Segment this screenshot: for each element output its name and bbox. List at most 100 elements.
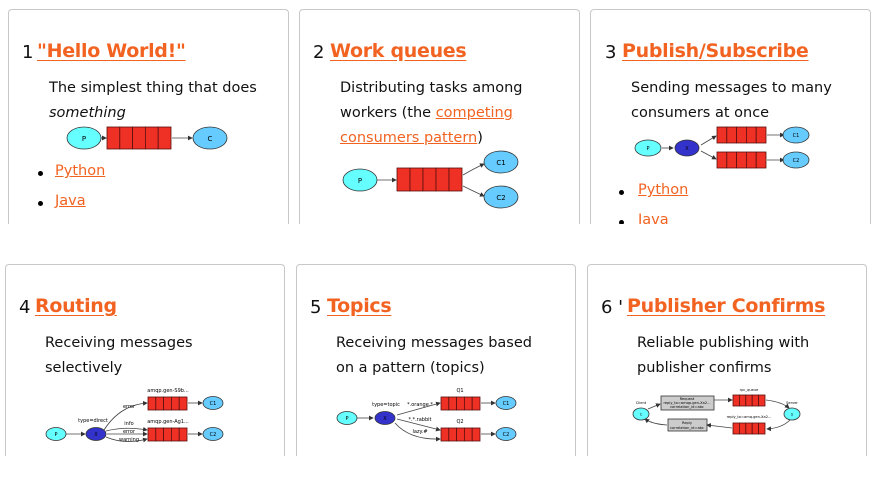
server-node: S bbox=[791, 413, 794, 417]
queue-label: amqp.gen-Ag1... bbox=[147, 419, 189, 425]
producer-label: P bbox=[54, 432, 57, 438]
producer-label: P bbox=[646, 146, 649, 152]
queue-cell bbox=[456, 427, 465, 442]
queue-cell bbox=[746, 151, 757, 169]
queue-cell bbox=[440, 427, 450, 442]
queue-cell bbox=[155, 396, 165, 411]
queue-cell bbox=[736, 126, 747, 144]
desc-line: on a pattern (topics) bbox=[336, 360, 485, 376]
queue-cell bbox=[726, 151, 737, 169]
exchange-type-label: type=direct bbox=[78, 418, 108, 424]
tutorial-title-link[interactable]: Publish/Subscribe bbox=[622, 40, 809, 62]
consumer-label: C1 bbox=[210, 401, 217, 407]
java-link[interactable]: Java bbox=[55, 193, 86, 209]
desc-line: Reliable publishing with bbox=[637, 335, 810, 351]
queue-cell bbox=[163, 427, 172, 442]
desc-line: selectively bbox=[45, 360, 123, 376]
queue-icon bbox=[732, 394, 766, 407]
queue-cell bbox=[157, 126, 172, 150]
request-text: reply_to=amqp.gen-Xa2... bbox=[663, 401, 710, 405]
queue-cell bbox=[471, 427, 481, 442]
queue-cell bbox=[751, 422, 760, 435]
queue-icon bbox=[106, 126, 172, 150]
tutorial-number: 4 bbox=[19, 297, 31, 318]
tutorial-number: 1 bbox=[22, 42, 34, 63]
consumer-label: C1 bbox=[496, 159, 505, 167]
desc-line: something bbox=[49, 105, 126, 121]
producer-label: P bbox=[358, 177, 362, 185]
request-text: correlation_id=abc bbox=[670, 405, 704, 409]
reply-text: Reply bbox=[682, 421, 693, 425]
tutorial-number: 6 ' bbox=[601, 297, 624, 318]
exchange-label: X bbox=[94, 432, 98, 438]
queue-cell bbox=[170, 427, 180, 442]
desc-text: workers (the bbox=[340, 105, 436, 121]
tutorial-number: 3 bbox=[605, 42, 617, 63]
queue-cell bbox=[132, 126, 146, 150]
queue-cell bbox=[448, 167, 463, 192]
queue-cell bbox=[448, 396, 457, 411]
binding-label: lazy.# bbox=[412, 429, 427, 435]
consumer-label: C bbox=[208, 135, 213, 143]
tutorial-title-link[interactable]: "Hello World!" bbox=[37, 40, 186, 62]
tutorial-description: Sending messages to many consumers at on… bbox=[631, 76, 832, 126]
queue-icon bbox=[147, 427, 188, 442]
python-link[interactable]: Python bbox=[55, 163, 106, 179]
queue-label: rpc_queue bbox=[740, 388, 760, 392]
queue-cell bbox=[144, 126, 159, 150]
queue-cell bbox=[178, 396, 188, 411]
binding-label: error bbox=[123, 429, 136, 435]
producer-label: P bbox=[82, 135, 86, 143]
tutorial-title-link[interactable]: Publisher Confirms bbox=[627, 295, 826, 317]
tutorial-title-link[interactable]: Work queues bbox=[330, 40, 467, 62]
python-link[interactable]: Python bbox=[638, 182, 689, 198]
queue-icon bbox=[147, 396, 188, 411]
request-text: Request bbox=[680, 397, 695, 401]
consumer-label: C1 bbox=[503, 401, 510, 407]
queue-cell bbox=[758, 422, 766, 435]
exchange-label: X bbox=[383, 416, 387, 422]
queue-icon bbox=[716, 151, 767, 169]
desc-line: The simplest thing that does bbox=[49, 80, 257, 96]
desc-line: Sending messages to many bbox=[631, 80, 832, 96]
queue-cell bbox=[755, 126, 767, 144]
queue-cell bbox=[726, 126, 737, 144]
binding-label: *.*.rabbit bbox=[409, 417, 432, 423]
bullet bbox=[38, 201, 43, 206]
tutorial-description: Receiving messages selectively bbox=[45, 331, 193, 381]
desc-text: ) bbox=[477, 130, 483, 146]
tutorial-title-link[interactable]: Topics bbox=[327, 295, 392, 317]
desc-line: publisher confirms bbox=[637, 360, 772, 376]
queue-cell bbox=[716, 126, 728, 144]
competing-consumers-link[interactable]: consumers pattern bbox=[340, 130, 478, 146]
queue-cell bbox=[170, 396, 180, 411]
producer-label: P bbox=[345, 416, 348, 422]
queue-cell bbox=[456, 396, 465, 411]
server-label: Server bbox=[786, 401, 798, 405]
consumer-label: C2 bbox=[210, 432, 217, 438]
queue-cell bbox=[178, 427, 188, 442]
binding-label: warning bbox=[119, 437, 139, 443]
exchange-label: X bbox=[685, 146, 689, 152]
competing-consumers-link[interactable]: competing bbox=[435, 105, 513, 121]
queue-cell bbox=[147, 396, 157, 411]
queue-icon bbox=[716, 126, 767, 144]
tutorial-description: The simplest thing that does something bbox=[49, 76, 257, 126]
consumer-label: C2 bbox=[793, 158, 800, 164]
queue-icon bbox=[732, 422, 766, 435]
queue-cell bbox=[163, 396, 172, 411]
queue-cell bbox=[119, 126, 134, 150]
queue-icon bbox=[396, 167, 463, 192]
queue-cell bbox=[471, 396, 481, 411]
queue-icon bbox=[440, 427, 481, 442]
consumer-label: C2 bbox=[496, 194, 505, 202]
queue-cell bbox=[440, 396, 450, 411]
tutorial-title-link[interactable]: Routing bbox=[35, 295, 117, 317]
queue-cell bbox=[716, 151, 728, 169]
reply-text: correlation_id=abc bbox=[670, 426, 704, 430]
queue-cell bbox=[448, 427, 457, 442]
queue-cell bbox=[758, 394, 766, 407]
tutorial-number: 2 bbox=[313, 42, 325, 63]
queue-cell bbox=[409, 167, 424, 192]
